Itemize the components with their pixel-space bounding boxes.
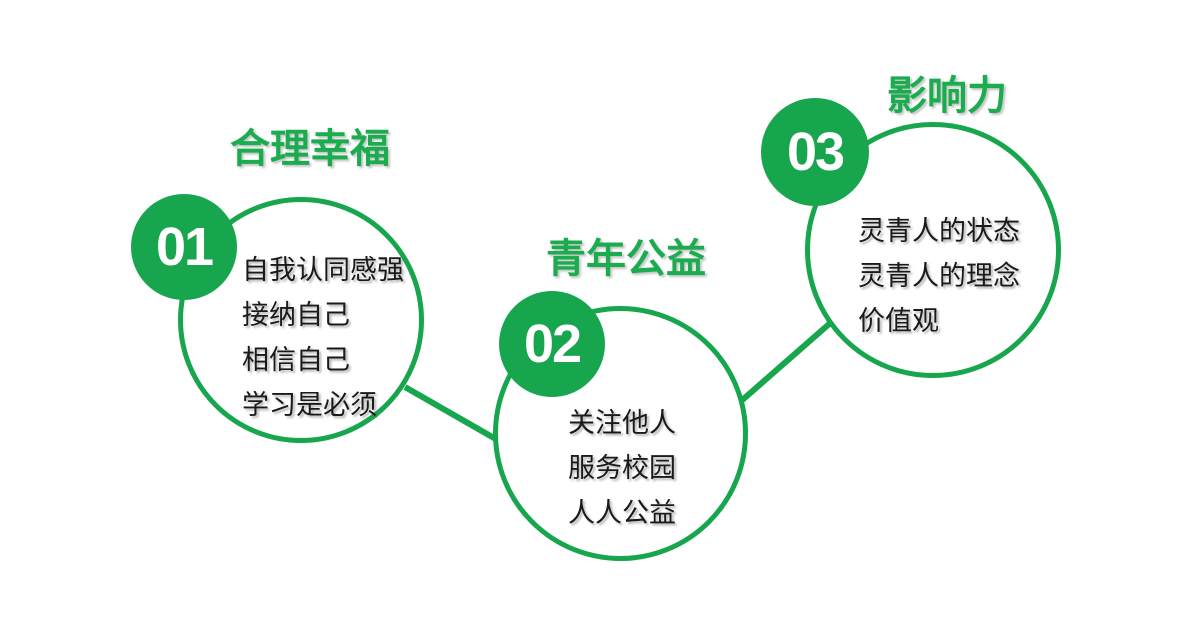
connector-step2-step3 — [738, 315, 838, 405]
step1-item-list: 自我认同感强 接纳自己 相信自己 学习是必须 — [242, 248, 404, 428]
step3-number: 03 — [786, 122, 845, 182]
step1-number: 01 — [155, 217, 214, 277]
step1-number-badge: 01 — [131, 194, 237, 300]
step1-item: 相信自己 — [242, 345, 350, 375]
step2-item: 关注他人 — [568, 408, 676, 438]
step3-item-list: 灵青人的状态 灵青人的理念 价值观 — [858, 209, 1020, 344]
step2-item: 服务校园 — [568, 453, 676, 483]
step2-number-badge: 02 — [499, 291, 605, 397]
step3-title: 影响力 — [887, 74, 1007, 118]
step2-number: 02 — [523, 314, 582, 374]
step3-number-badge: 03 — [761, 98, 869, 206]
step1-title: 合理幸福 — [230, 127, 390, 171]
step3-item: 价值观 — [858, 306, 939, 336]
step3-circle — [805, 122, 1061, 378]
step2-title: 青年公益 — [546, 237, 706, 281]
connector-step1-step2 — [403, 384, 503, 445]
step3-item: 灵青人的状态 — [858, 216, 1020, 246]
step1-item: 自我认同感强 — [242, 255, 404, 285]
step2-item: 人人公益 — [568, 498, 676, 528]
step3-item: 灵青人的理念 — [858, 261, 1020, 291]
step1-item: 接纳自己 — [242, 300, 350, 330]
step1-item: 学习是必须 — [242, 390, 377, 420]
step2-item-list: 关注他人 服务校园 人人公益 — [568, 401, 676, 536]
